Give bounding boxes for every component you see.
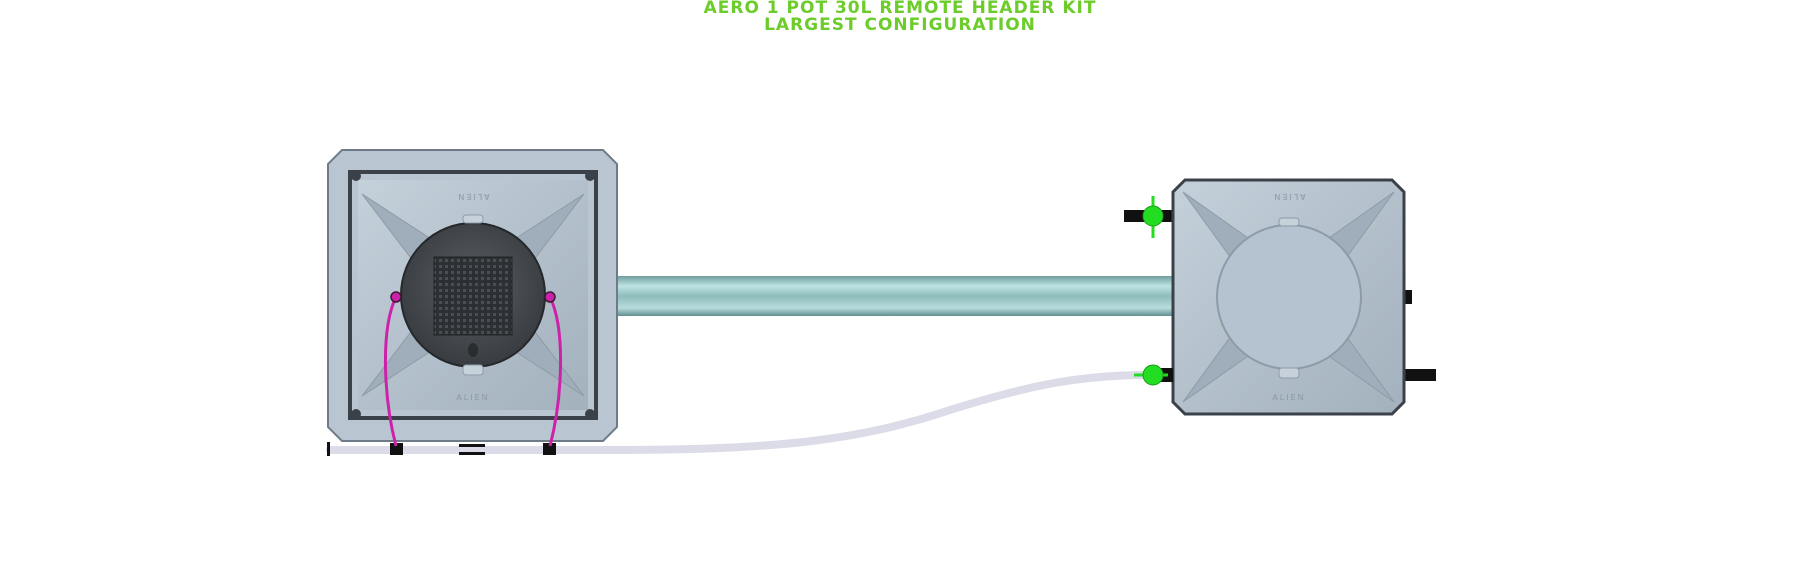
header-tank: ALIEN ALIEN [1124,178,1436,416]
pot-lid-indicator [468,343,478,357]
header-outlet-right [1404,369,1436,381]
valve-bottom [1134,364,1173,386]
feed-tube-right [548,296,563,447]
net-pot-mesh [433,256,513,336]
header-brand-top: ALIEN [1272,192,1305,201]
feed-tube-left [383,296,398,447]
pot-brand-bottom: ALIEN [456,393,489,402]
title-line-2: LARGEST CONFIGURATION [764,15,1036,35]
header-outlet-right-small [1404,290,1412,304]
pot-base-connectors [327,442,556,456]
connecting-pipe [610,276,1176,316]
feed-port-left [390,291,402,303]
diagram-title: AERO 1 POT 30L REMOTE HEADER KIT LARGEST… [0,0,1800,34]
pot-inner-rim [348,170,598,420]
title-line-1: AERO 1 POT 30L REMOTE HEADER KIT [703,0,1097,18]
valve-top [1142,196,1164,238]
feed-tubes [383,291,563,447]
header-lid-tabs [1278,217,1300,379]
pot-brand-top: ALIEN [456,192,489,201]
pot-corner-bolts [351,171,595,419]
drain-hose [326,371,1154,454]
header-brand-bottom: ALIEN [1272,393,1305,402]
pot-unit: ALIEN ALIEN [327,149,618,442]
pot-lid-tabs [462,214,484,376]
feed-port-right [544,291,556,303]
header-tank-lid [1216,224,1362,370]
